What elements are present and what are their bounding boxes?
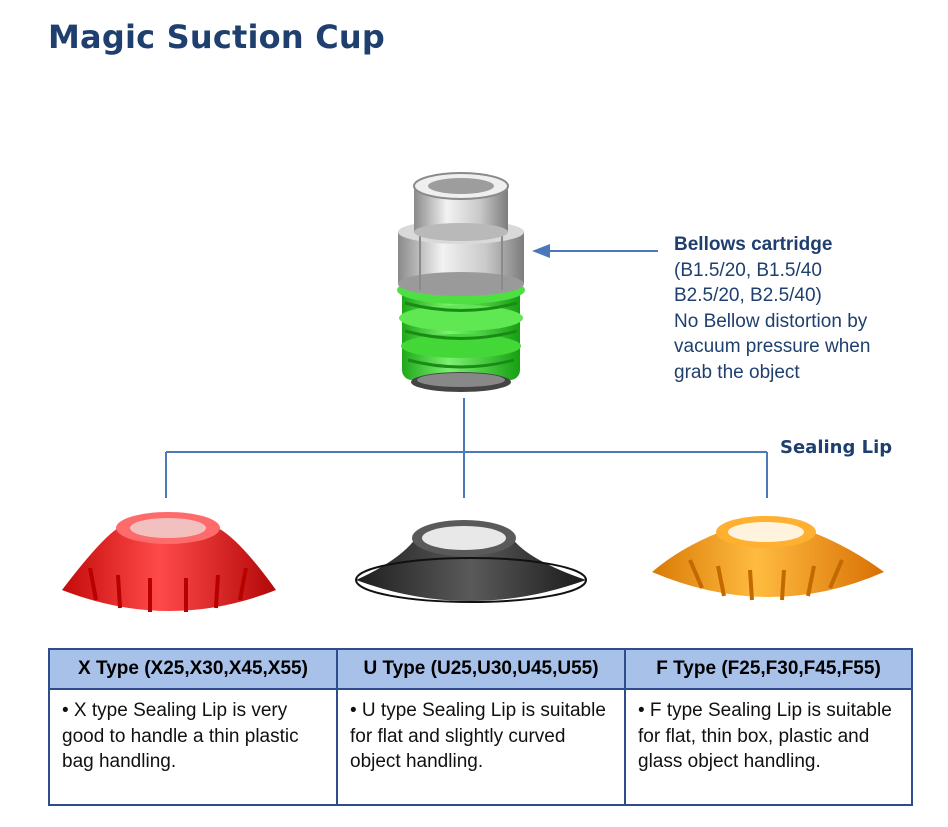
bellows-line: vacuum pressure when [674,336,871,357]
bellows-line: grab the object [674,361,800,383]
bellows-line: (B1.5/20, B1.5/40 [674,259,822,281]
bellows-line: No Bellow distortion by [674,310,868,332]
sealing-lip-connector [165,398,768,498]
f-type-header: F Type (F25,F30,F45,F55) [624,648,913,690]
x-type-description: • X type Sealing Lip is very good to han… [48,688,338,806]
bellows-cartridge-description: Bellows cartridge (B1.5/20, B1.5/40 B2.5… [674,232,924,385]
page-title: Magic Suction Cup [48,18,385,56]
u-type-header: U Type (U25,U30,U45,U55) [336,648,626,690]
sealing-lip-types-table: X Type (X25,X30,X45,X55) U Type (U25,U30… [48,648,913,806]
x-type-sealing-lip-image [62,512,276,612]
sealing-lip-label: Sealing Lip [780,437,893,458]
bellows-cartridge-image [397,172,525,392]
table-row: • X type Sealing Lip is very good to han… [48,688,913,806]
u-type-description: • U type Sealing Lip is suitable for fla… [336,688,626,806]
f-type-description: • F type Sealing Lip is suitable for fla… [624,688,913,806]
product-illustration [62,172,884,612]
f-type-sealing-lip-image [652,516,884,601]
bellows-line: B2.5/20, B2.5/40) [674,285,822,306]
bellows-arrow [532,244,658,258]
bellows-cartridge-heading: Bellows cartridge [674,234,833,255]
u-type-sealing-lip-image [355,520,587,603]
x-type-header: X Type (X25,X30,X45,X55) [48,648,338,690]
table-header-row: X Type (X25,X30,X45,X55) U Type (U25,U30… [48,648,913,690]
